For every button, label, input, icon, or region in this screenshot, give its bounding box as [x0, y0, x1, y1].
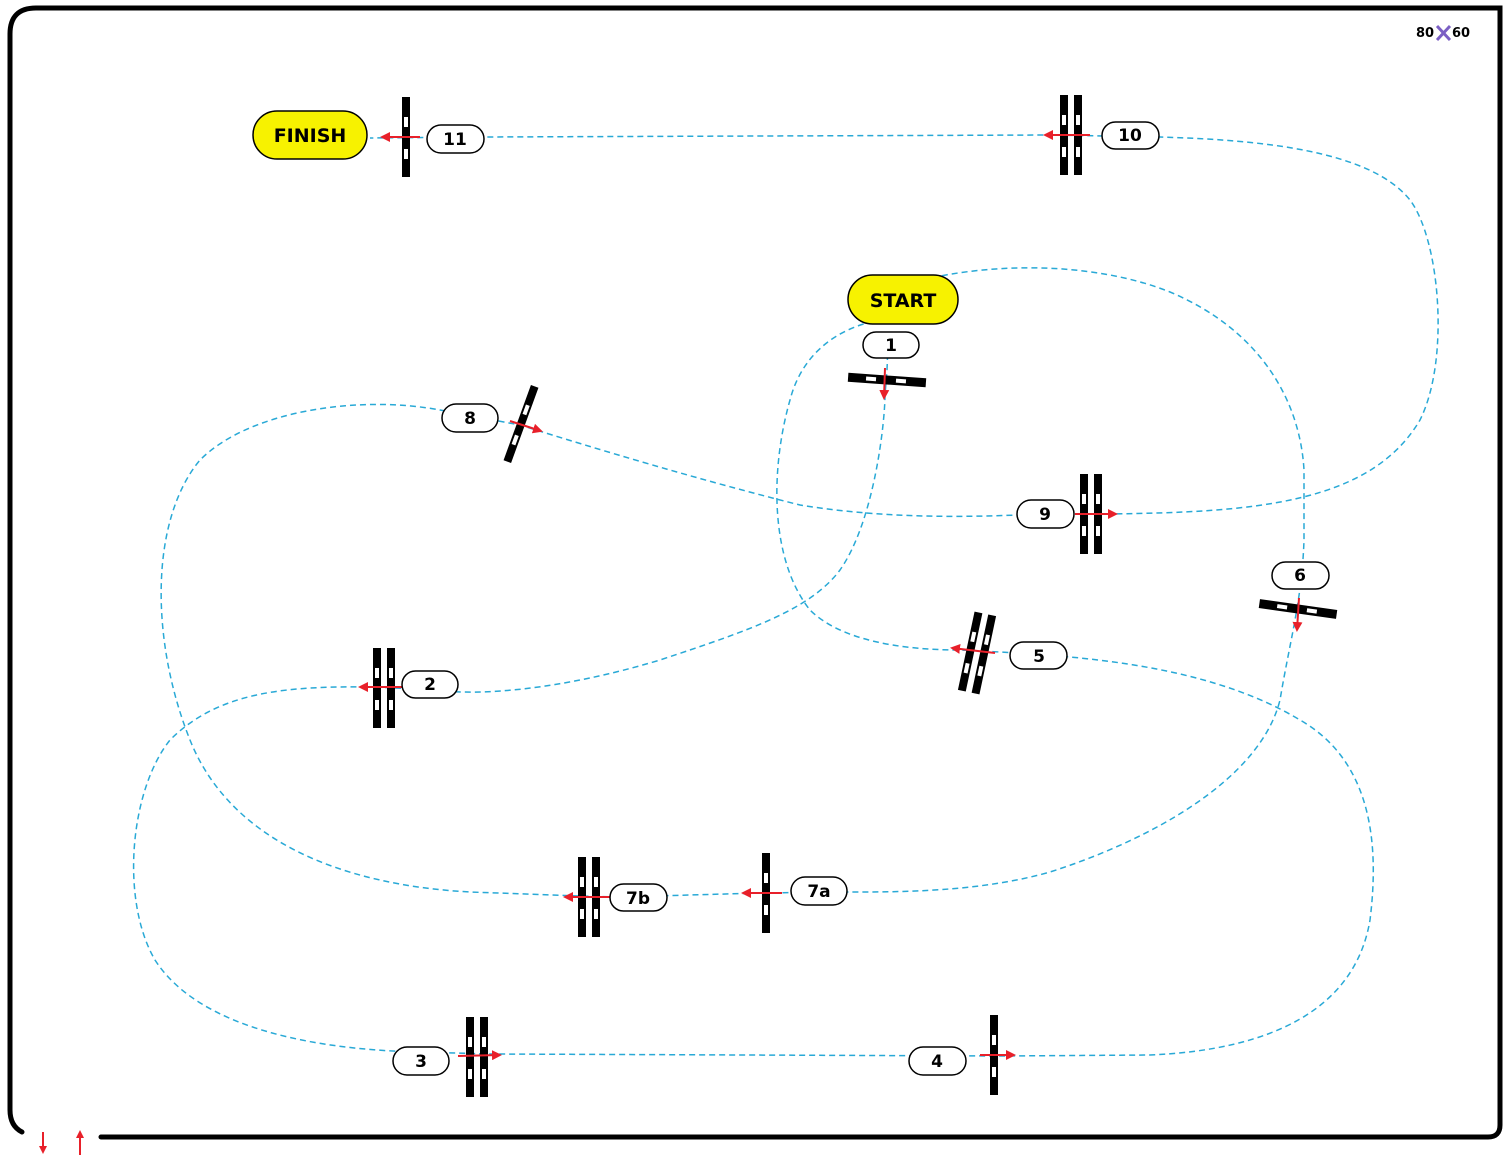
obstacle-2-label: 2 — [424, 675, 436, 695]
obstacle-7b-label: 7b — [626, 889, 650, 909]
finish-label: FINISH — [274, 125, 347, 147]
start-marker: START — [847, 274, 959, 325]
finish-marker: FINISH — [252, 110, 368, 160]
obstacle-6: 6 — [1258, 561, 1338, 632]
start-label: START — [870, 290, 937, 312]
obstacle-9-label: 9 — [1039, 505, 1051, 525]
obstacle-10: 10 — [1043, 95, 1160, 175]
obstacle-4-label: 4 — [931, 1052, 943, 1072]
obstacle-8-label: 8 — [464, 409, 476, 429]
x-cross-icon — [1435, 24, 1452, 42]
obstacle-9: 9 — [1016, 474, 1118, 554]
red-arrow-up-icon — [76, 1130, 84, 1155]
obstacle-3: 3 — [392, 1017, 502, 1097]
obstacle-11-label: 11 — [443, 130, 467, 150]
obstacle-6-label: 6 — [1294, 566, 1306, 586]
obstacle-3-label: 3 — [415, 1052, 427, 1072]
obstacle-5-label: 5 — [1033, 647, 1045, 667]
arena-height-text: 60 — [1452, 26, 1470, 41]
obstacle-10-label: 10 — [1118, 126, 1142, 146]
red-arrow-down-icon — [39, 1132, 47, 1154]
obstacle-7b: 7b — [563, 857, 668, 937]
obstacle-1-label: 1 — [885, 336, 897, 356]
obstacle-11: 11 — [380, 97, 485, 177]
obstacle-7a: 7a — [741, 853, 848, 933]
course-path — [132, 134, 1439, 1057]
obstacle-8: 8 — [441, 385, 543, 463]
arena-width-text: 80 — [1416, 26, 1434, 41]
obstacle-1: 1 — [847, 331, 927, 400]
arena-border — [7, 5, 1503, 1140]
obstacle-4: 4 — [908, 1015, 1016, 1095]
obstacle-5: 5 — [950, 611, 1068, 695]
arena-size-label: 80 60 — [1416, 24, 1470, 42]
obstacle-2: 2 — [358, 648, 459, 728]
obstacle-7a-label: 7a — [807, 882, 830, 902]
